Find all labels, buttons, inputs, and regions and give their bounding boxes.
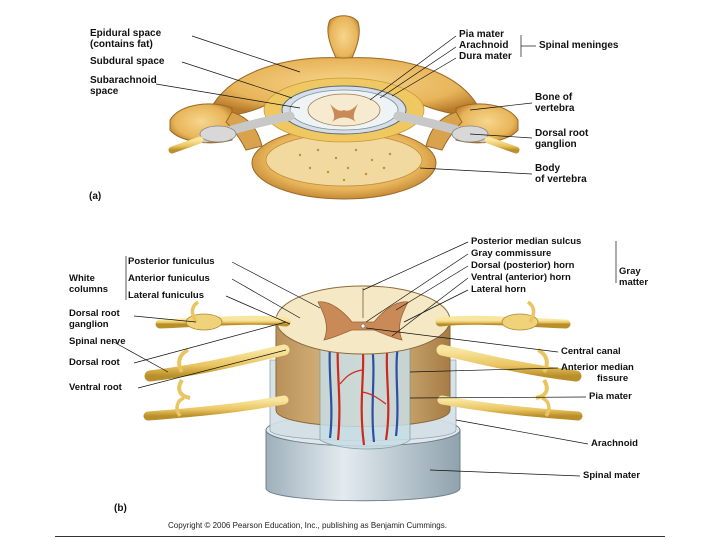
label-bone-vertebra: vertebra: [535, 103, 575, 114]
label-lateral-funiculus: Lateral funiculus: [128, 290, 205, 301]
label-matter: matter: [619, 277, 649, 288]
label-columns: columns: [69, 284, 109, 295]
label-anterior-funiculus: Anterior funiculus: [128, 273, 210, 284]
label-central-canal: Central canal: [561, 346, 621, 357]
label-subarachnoid: Subarachnoid: [90, 75, 157, 86]
label-body: Body: [535, 163, 560, 174]
copyright-text: Copyright © 2006 Pearson Education, Inc.…: [168, 521, 447, 530]
label-posterior-median-sulcus: Posterior median sulcus: [471, 236, 582, 247]
label-dorsal-horn: Dorsal (posterior) horn: [471, 260, 575, 271]
label-dorsal-root-a: Dorsal root: [535, 128, 589, 139]
vertebra-cross-section: [168, 15, 520, 200]
spinal-cord-segment: [143, 285, 583, 502]
label-anterior-median: Anterior median: [561, 362, 634, 373]
label-dorsal-root: Dorsal root: [69, 357, 120, 368]
label-spinal-nerve: Spinal nerve: [69, 336, 126, 347]
label-gray-commissure: Gray commissure: [471, 248, 552, 259]
label-ventral-root: Ventral root: [69, 382, 122, 393]
label-posterior-funiculus: Posterior funiculus: [128, 256, 215, 267]
panel-b-leader-lines: [111, 241, 617, 477]
label-dura-mater: Dura mater: [459, 51, 512, 62]
panel-b-tag: (b): [114, 503, 127, 514]
label-bone-of: Bone of: [535, 92, 573, 103]
label-ventral-horn: Ventral (anterior) horn: [471, 272, 571, 283]
panel-a-tag: (a): [89, 191, 102, 202]
label-epidural-contains-fat: (contains fat): [90, 39, 153, 50]
label-subdural-space: Subdural space: [90, 56, 165, 67]
label-ganglion-a: ganglion: [535, 139, 577, 150]
label-epidural-space: Epidural space: [90, 28, 162, 39]
label-pia-mater-b: Pia mater: [589, 391, 632, 402]
label-spinal-meninges: Spinal meninges: [539, 40, 619, 51]
panel-a-leader-lines: [155, 35, 536, 175]
label-subarachnoid-space: space: [90, 86, 119, 97]
label-arachnoid-a: Arachnoid: [459, 40, 509, 51]
label-of-vertebra: of vertebra: [535, 174, 587, 185]
label-pia-mater-a: Pia mater: [459, 29, 505, 40]
label-spinal-mater: Spinal mater: [583, 470, 641, 481]
label-lateral-horn: Lateral horn: [471, 284, 526, 295]
label-gray: Gray: [619, 266, 641, 277]
label-fissure: fissure: [597, 373, 629, 384]
label-dorsal-root-b: Dorsal root: [69, 308, 120, 319]
label-ganglion-b: ganglion: [69, 319, 109, 330]
bottom-divider: [55, 536, 665, 537]
label-arachnoid-b: Arachnoid: [591, 438, 638, 449]
label-white: White: [69, 273, 95, 284]
